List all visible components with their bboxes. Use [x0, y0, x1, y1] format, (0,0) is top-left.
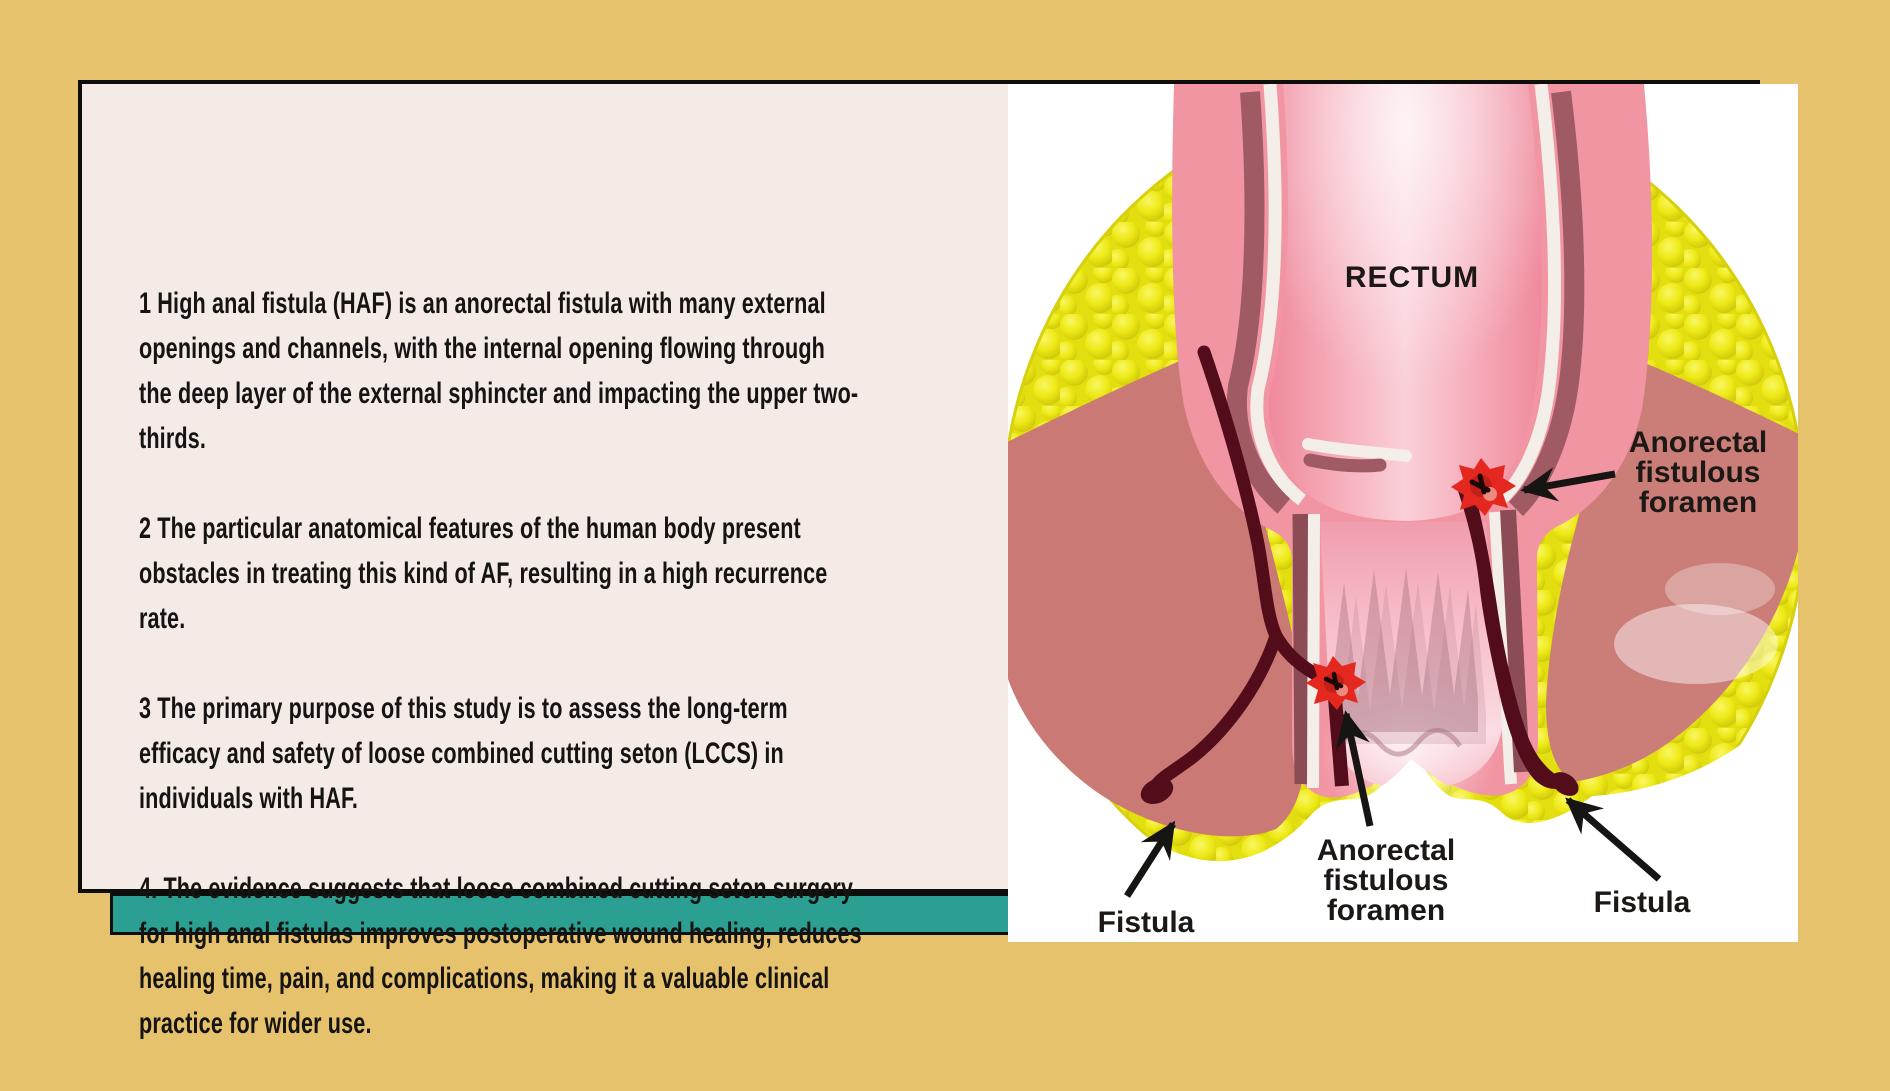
summary-paragraph-1: 1 High anal fistula (HAF) is an anorecta…: [139, 287, 859, 455]
fistula-tract-left: [1140, 345, 1329, 805]
sphincter-band-left: [1227, 91, 1291, 514]
anorectal-ring-shadow: [1303, 453, 1387, 473]
pectinate-line-echo: [1342, 582, 1486, 744]
pectinate-line: [1330, 568, 1478, 732]
summary-paragraph-2: 2 The particular anatomical features of …: [139, 512, 828, 635]
foramen-label-right-line3: foramen: [1639, 486, 1757, 519]
arrow-foramen-bottom: [1335, 710, 1374, 827]
foramen-label-right: Anorectal fistulous foramen: [1629, 426, 1767, 519]
canal-border-left: [1307, 513, 1320, 789]
foramen-label-bottom-line1: Anorectal: [1317, 834, 1455, 867]
canal-band-left: [1292, 513, 1312, 785]
foramen-label-bottom-line3: foramen: [1327, 894, 1445, 927]
fistula-label-left: Fistula: [1098, 906, 1195, 939]
arrow-fistula-left: [1124, 820, 1176, 898]
anorectal-ring-shelf: [1302, 438, 1412, 462]
summary-paragraph-3: 3 The primary purpose of this study is t…: [139, 692, 788, 815]
summary-paragraph-4: 4. The evidence suggests that loose comb…: [139, 872, 862, 1040]
anal-fistula-diagram: RECTUM Anorectal fistulous foramen Anore…: [1008, 84, 1798, 942]
rectum-lumen-highlight: [1268, 84, 1542, 521]
fistula-tract-center: [1328, 697, 1349, 787]
fistula-tract-right: [1457, 482, 1579, 796]
arrow-foramen-right: [1520, 467, 1616, 502]
foramen-label-right-line1: Anorectal: [1629, 426, 1767, 459]
summary-text: 1 High anal fistula (HAF) is an anorecta…: [139, 236, 967, 1091]
mucosa-border-left: [1250, 84, 1307, 506]
light-smudge: [1614, 604, 1778, 684]
fistula-label-right: Fistula: [1594, 886, 1691, 919]
rectum-label: RECTUM: [1345, 261, 1479, 294]
light-smudge-2: [1665, 563, 1775, 615]
arrow-fistula-right: [1565, 797, 1662, 882]
foramen-marker-lower: [1306, 656, 1366, 710]
foramen-label-right-line2: fistulous: [1636, 456, 1761, 489]
foramen-label-bottom-line2: fistulous: [1324, 864, 1449, 897]
foramen-marker-upper: [1451, 458, 1516, 516]
illustration-panel: RECTUM Anorectal fistulous foramen Anore…: [1008, 84, 1798, 942]
foramen-label-bottom: Anorectal fistulous foramen: [1317, 834, 1455, 927]
mucosa-border-right: [1493, 84, 1562, 507]
